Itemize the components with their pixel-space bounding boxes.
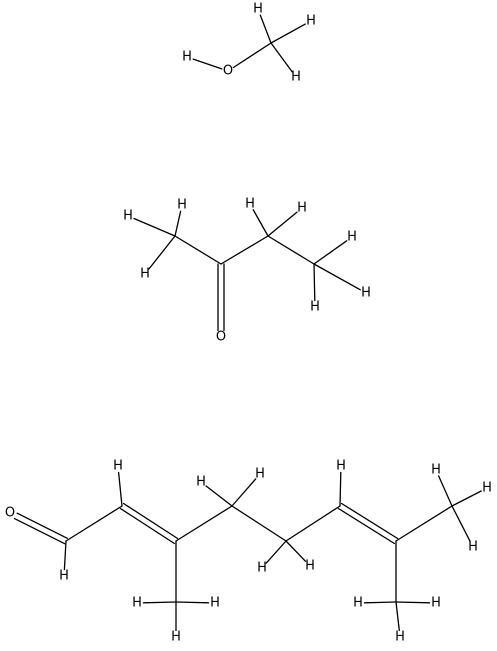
methanol-bond-C1-H4 <box>270 42 293 73</box>
citral-bond-C8-H8c <box>451 505 471 542</box>
butanone-bond-Cd-Hd3 <box>313 263 316 302</box>
citral-atom-label-H9b: H <box>431 596 441 611</box>
citral-atom-label-H4a: H <box>196 475 206 490</box>
methanol-atom-label-H1: H <box>182 50 192 65</box>
citral-bond-C2-C3-a <box>119 507 176 545</box>
butanone-bond-Ca-Ha3 <box>148 235 176 270</box>
butanone-bond-Ca-Ha2 <box>133 217 176 237</box>
butanone-bond-Cc-Cd <box>267 235 315 265</box>
methanol-atom-label-O1: O <box>223 64 233 79</box>
butanone-bond-Cc-Hc1 <box>252 209 269 237</box>
citral-bond-C8-H8b <box>451 490 482 507</box>
citral-bond-C7-C8 <box>395 505 453 542</box>
citral-bond-C5-H5a <box>265 540 287 564</box>
citral-bond-C6-C7-b <box>340 502 399 540</box>
methanol-bond-H1-O1 <box>192 58 223 70</box>
citral-atom-label-H1: H <box>59 569 69 584</box>
butanone-atom-label-O2: O <box>216 330 226 345</box>
butanone-bond-Ca-Cb <box>174 235 222 265</box>
butanone-bond-Cd-Hd1 <box>313 240 348 265</box>
methanol-bond-O1-C1 <box>232 42 272 69</box>
citral-bond-C5-C6 <box>285 505 341 542</box>
methanol-atom-label-H2: H <box>253 2 263 17</box>
butanone-atom-label-Hd2: H <box>361 286 371 301</box>
butanone-atom-label-Hc2: H <box>297 201 307 216</box>
citral-atom-label-H5a: H <box>257 561 267 576</box>
citral-bond-C9-H9b <box>395 601 431 604</box>
butanone-atom-label-Hd3: H <box>310 300 320 315</box>
citral-bond-C8-H8a <box>437 475 453 507</box>
butanone-atom-label-Ha3: H <box>140 267 150 282</box>
citral-atom-label-H9c: H <box>395 630 405 645</box>
butanone-atom-label-Hc1: H <box>245 197 255 212</box>
citral-bond-O3-C1-a <box>13 517 66 545</box>
citral-atom-label-H10c: H <box>171 630 181 645</box>
citral-bond-C9-H9c <box>395 601 400 632</box>
butanone-atom-label-Hd1: H <box>347 230 357 245</box>
citral-bond-C3-C4 <box>175 505 233 542</box>
citral-atom-label-H10a: H <box>132 596 142 611</box>
citral-bond-C10-H10b <box>175 601 210 604</box>
citral-bond-C10-H10a <box>142 601 177 604</box>
butanone-bond-Cc-Hc2 <box>267 211 298 237</box>
methanol-bond-C1-H3 <box>270 23 306 44</box>
methanol-atom-label-H3: H <box>306 14 316 29</box>
citral-atom-label-H4b: H <box>255 467 265 482</box>
citral-atom-label-H9a: H <box>353 596 363 611</box>
butanone-bond-Cb-Cc <box>220 235 269 265</box>
citral-atom-label-H5b: H <box>305 559 315 574</box>
citral-atom-label-H8b: H <box>482 481 492 496</box>
citral-bond-C9-H9a <box>363 601 397 604</box>
atom-labels-layer: H O H H H O H H H H H H H H O H H H H H H H H H H H H H H H H <box>5 2 492 645</box>
butanone-bond-Cd-Hd2 <box>313 263 361 291</box>
methanol-atom-label-H4: H <box>291 70 301 85</box>
citral-atom-label-H10b: H <box>210 596 220 611</box>
citral-bond-O3-C1-b <box>16 512 68 539</box>
citral-atom-label-H6: H <box>336 459 346 474</box>
citral-atom-label-O3: O <box>5 506 15 521</box>
citral-bond-C4-H4b <box>231 478 257 507</box>
citral-atom-label-H2: H <box>113 459 123 474</box>
butanone-bond-Ca-Ha1 <box>174 210 182 237</box>
citral-bond-C6-C7-a <box>337 507 396 545</box>
methanol-bond-C1-H2 <box>259 14 272 44</box>
citral-bond-C6-H6 <box>339 471 342 507</box>
citral-bond-C5-H5b <box>285 540 307 562</box>
butanone-atom-label-Ha1: H <box>177 198 187 213</box>
citral-bond-C2-H2 <box>117 471 123 507</box>
citral-bond-C1-C2 <box>65 505 123 542</box>
citral-bond-C2-C3-b <box>122 502 179 540</box>
citral-atom-label-H8c: H <box>468 540 478 555</box>
citral-bond-C1-H1 <box>63 540 67 571</box>
bonds-layer <box>13 14 482 632</box>
butanone-atom-label-Ha2: H <box>123 209 133 224</box>
citral-bond-C4-C5 <box>231 505 287 542</box>
citral-bond-C4-H4a <box>205 485 233 507</box>
citral-atom-label-H8a: H <box>431 463 441 478</box>
